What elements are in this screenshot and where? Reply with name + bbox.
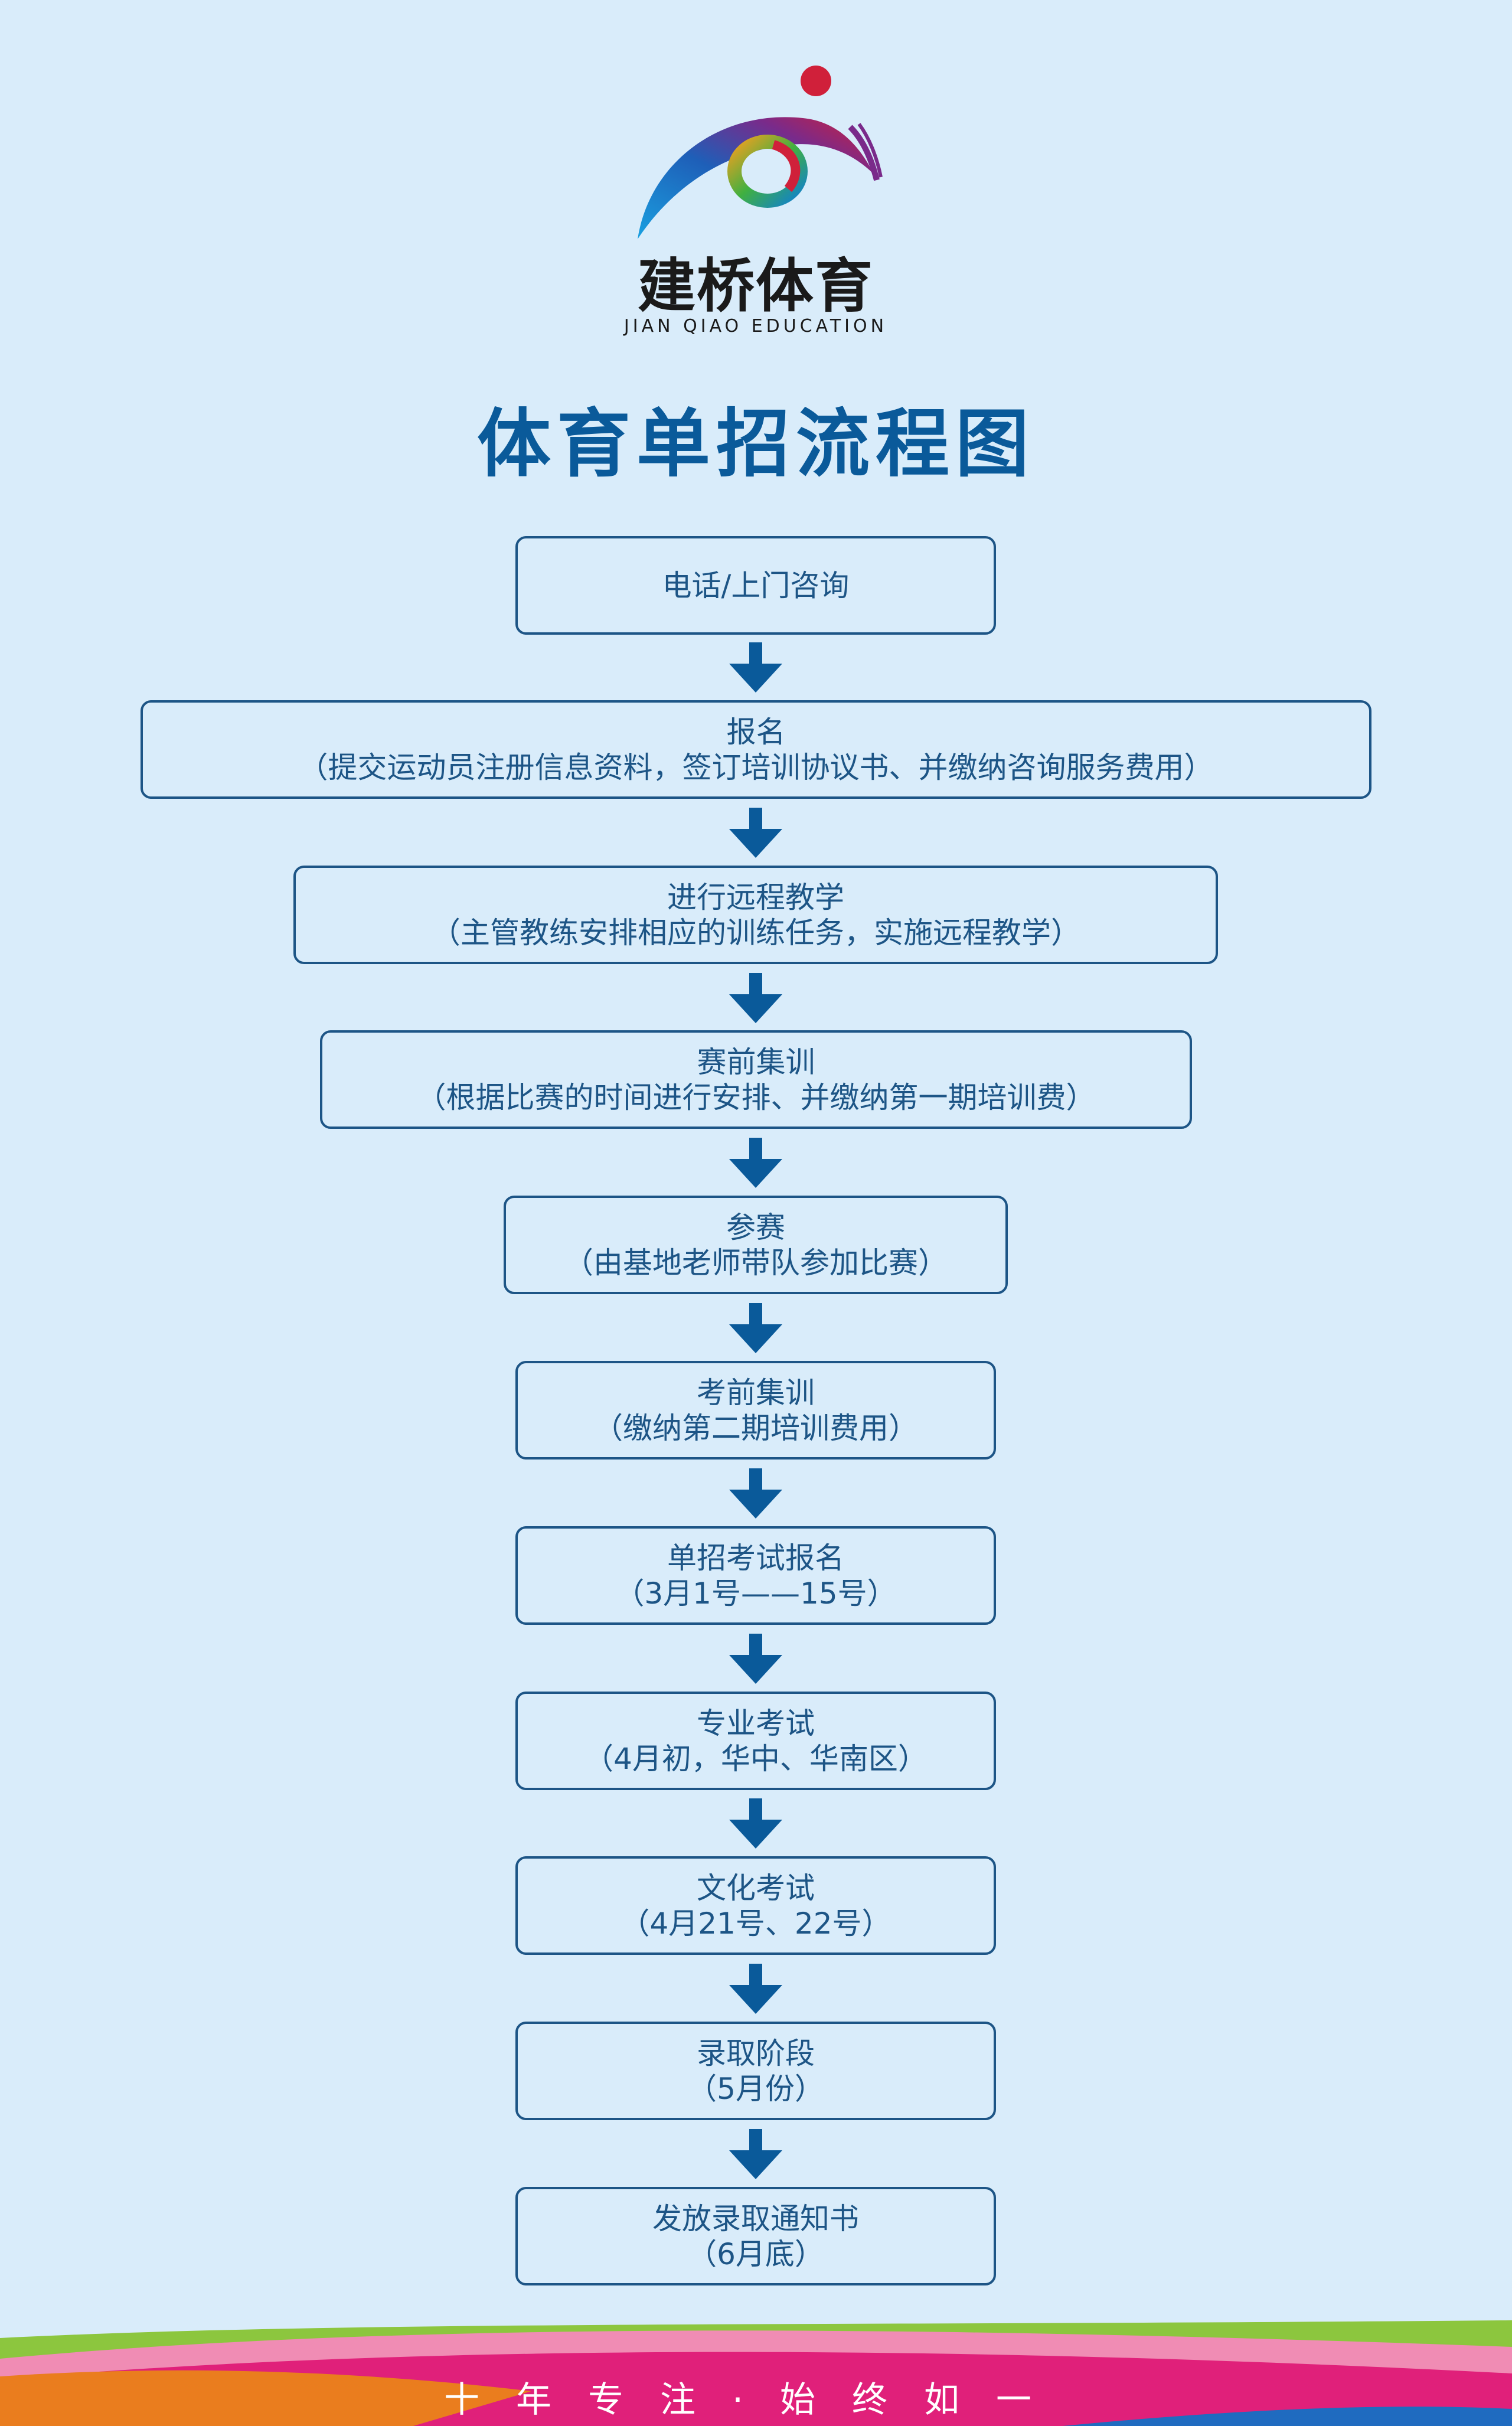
step-title: 赛前集训: [697, 1044, 815, 1079]
flow-step-admission: 录取阶段 （5月份）: [515, 2022, 996, 2120]
logo-name-cn: 建桥体育: [637, 253, 874, 320]
step-detail: （缴纳第二期培训费用）: [593, 1410, 918, 1445]
step-detail: （由基地老师带队参加比赛）: [564, 1245, 948, 1280]
footer-slogan: 十年专注·始终如一: [443, 2379, 1069, 2421]
step-title: 专业考试: [697, 1706, 815, 1741]
arrow-down-icon: [729, 1964, 782, 2014]
step-title: 进行远程教学: [667, 880, 844, 915]
flow-step-consult: 电话/上门咨询: [515, 536, 996, 635]
footer-wave-band: [0, 2320, 1512, 2426]
arrow-down-icon: [729, 973, 782, 1023]
step-title: 单招考试报名: [667, 1540, 844, 1575]
step-detail: （3月1号——15号）: [615, 1576, 897, 1611]
arrow-down-icon: [729, 2129, 782, 2179]
arrow-down-icon: [729, 1798, 782, 1849]
step-title: 发放录取通知书: [652, 2201, 859, 2236]
flow-step-register: 报名 （提交运动员注册信息资料，签订培训协议书、并缴纳咨询服务费用）: [141, 700, 1371, 799]
jianqiao-sports-logo-icon: [638, 66, 883, 239]
step-detail: （4月21号、22号）: [620, 1906, 891, 1941]
flow-step-culture-exam: 文化考试 （4月21号、22号）: [515, 1856, 996, 1955]
step-title: 电话/上门咨询: [662, 568, 850, 603]
step-title: 文化考试: [697, 1870, 815, 1905]
step-detail: （主管教练安排相应的训练任务，实施远程教学）: [431, 915, 1080, 950]
step-detail: （6月底）: [687, 2236, 824, 2271]
flow-step-pre-exam-training: 考前集训 （缴纳第二期培训费用）: [515, 1361, 996, 1459]
arrow-down-icon: [729, 1634, 782, 1684]
step-detail: （提交运动员注册信息资料，签订培训协议书、并缴纳咨询服务费用）: [298, 750, 1214, 785]
step-title: 报名: [726, 714, 786, 749]
arrow-down-icon: [729, 808, 782, 858]
flow-step-pre-competition-training: 赛前集训 （根据比赛的时间进行安排、并缴纳第一期培训费）: [320, 1030, 1192, 1129]
flow-step-professional-exam: 专业考试 （4月初，华中、华南区）: [515, 1692, 996, 1790]
arrow-down-icon: [729, 1303, 782, 1353]
step-title: 考前集训: [697, 1375, 815, 1410]
step-detail: （4月初，华中、华南区）: [584, 1741, 928, 1776]
step-title: 录取阶段: [697, 2036, 815, 2071]
flow-step-remote-teaching: 进行远程教学 （主管教练安排相应的训练任务，实施远程教学）: [293, 866, 1218, 964]
page-title: 体育单招流程图: [477, 401, 1035, 487]
step-detail: （5月份）: [687, 2071, 824, 2106]
step-detail: （根据比赛的时间进行安排、并缴纳第一期培训费）: [416, 1080, 1096, 1115]
arrow-down-icon: [729, 1138, 782, 1188]
flow-step-competition: 参赛 （由基地老师带队参加比赛）: [504, 1196, 1008, 1294]
arrow-down-icon: [729, 642, 782, 693]
step-title: 参赛: [726, 1210, 785, 1245]
logo-name-en: JIAN QIAO EDUCATION: [623, 316, 888, 337]
logo: 建桥体育 JIAN QIAO EDUCATION: [624, 62, 886, 339]
arrow-down-icon: [729, 1468, 782, 1519]
flow-step-exam-registration: 单招考试报名 （3月1号——15号）: [515, 1526, 996, 1625]
flow-step-admission-notice: 发放录取通知书 （6月底）: [515, 2187, 996, 2285]
